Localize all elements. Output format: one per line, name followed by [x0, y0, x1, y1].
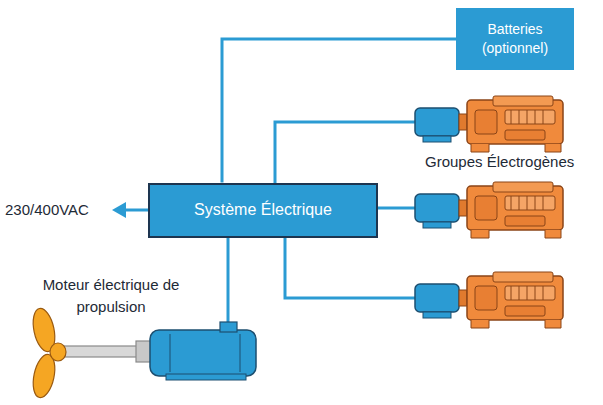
wire: [378, 207, 415, 210]
propulsion-motor: [64, 322, 256, 380]
generator-set: [415, 96, 563, 152]
output-arrowhead: [112, 202, 126, 218]
connector: [222, 39, 456, 183]
group-label: Groupes Électrogènes: [425, 151, 597, 173]
wire: [285, 237, 415, 298]
node-text: Batteries (optionnel): [466, 20, 564, 58]
generator-set: [415, 272, 563, 328]
output-label: 230/400VAC: [5, 199, 111, 221]
propeller: [30, 306, 66, 399]
node-text: Système Électrique: [194, 200, 332, 220]
motor-label: Moteur électrique de propulsion: [38, 274, 184, 318]
wire: [275, 122, 415, 183]
battery-box: Batteries (optionnel): [456, 8, 574, 70]
generator-set: [415, 182, 563, 238]
output-arrow: [124, 209, 148, 212]
system-box: Système Électrique: [148, 183, 378, 238]
wire: [227, 237, 230, 324]
